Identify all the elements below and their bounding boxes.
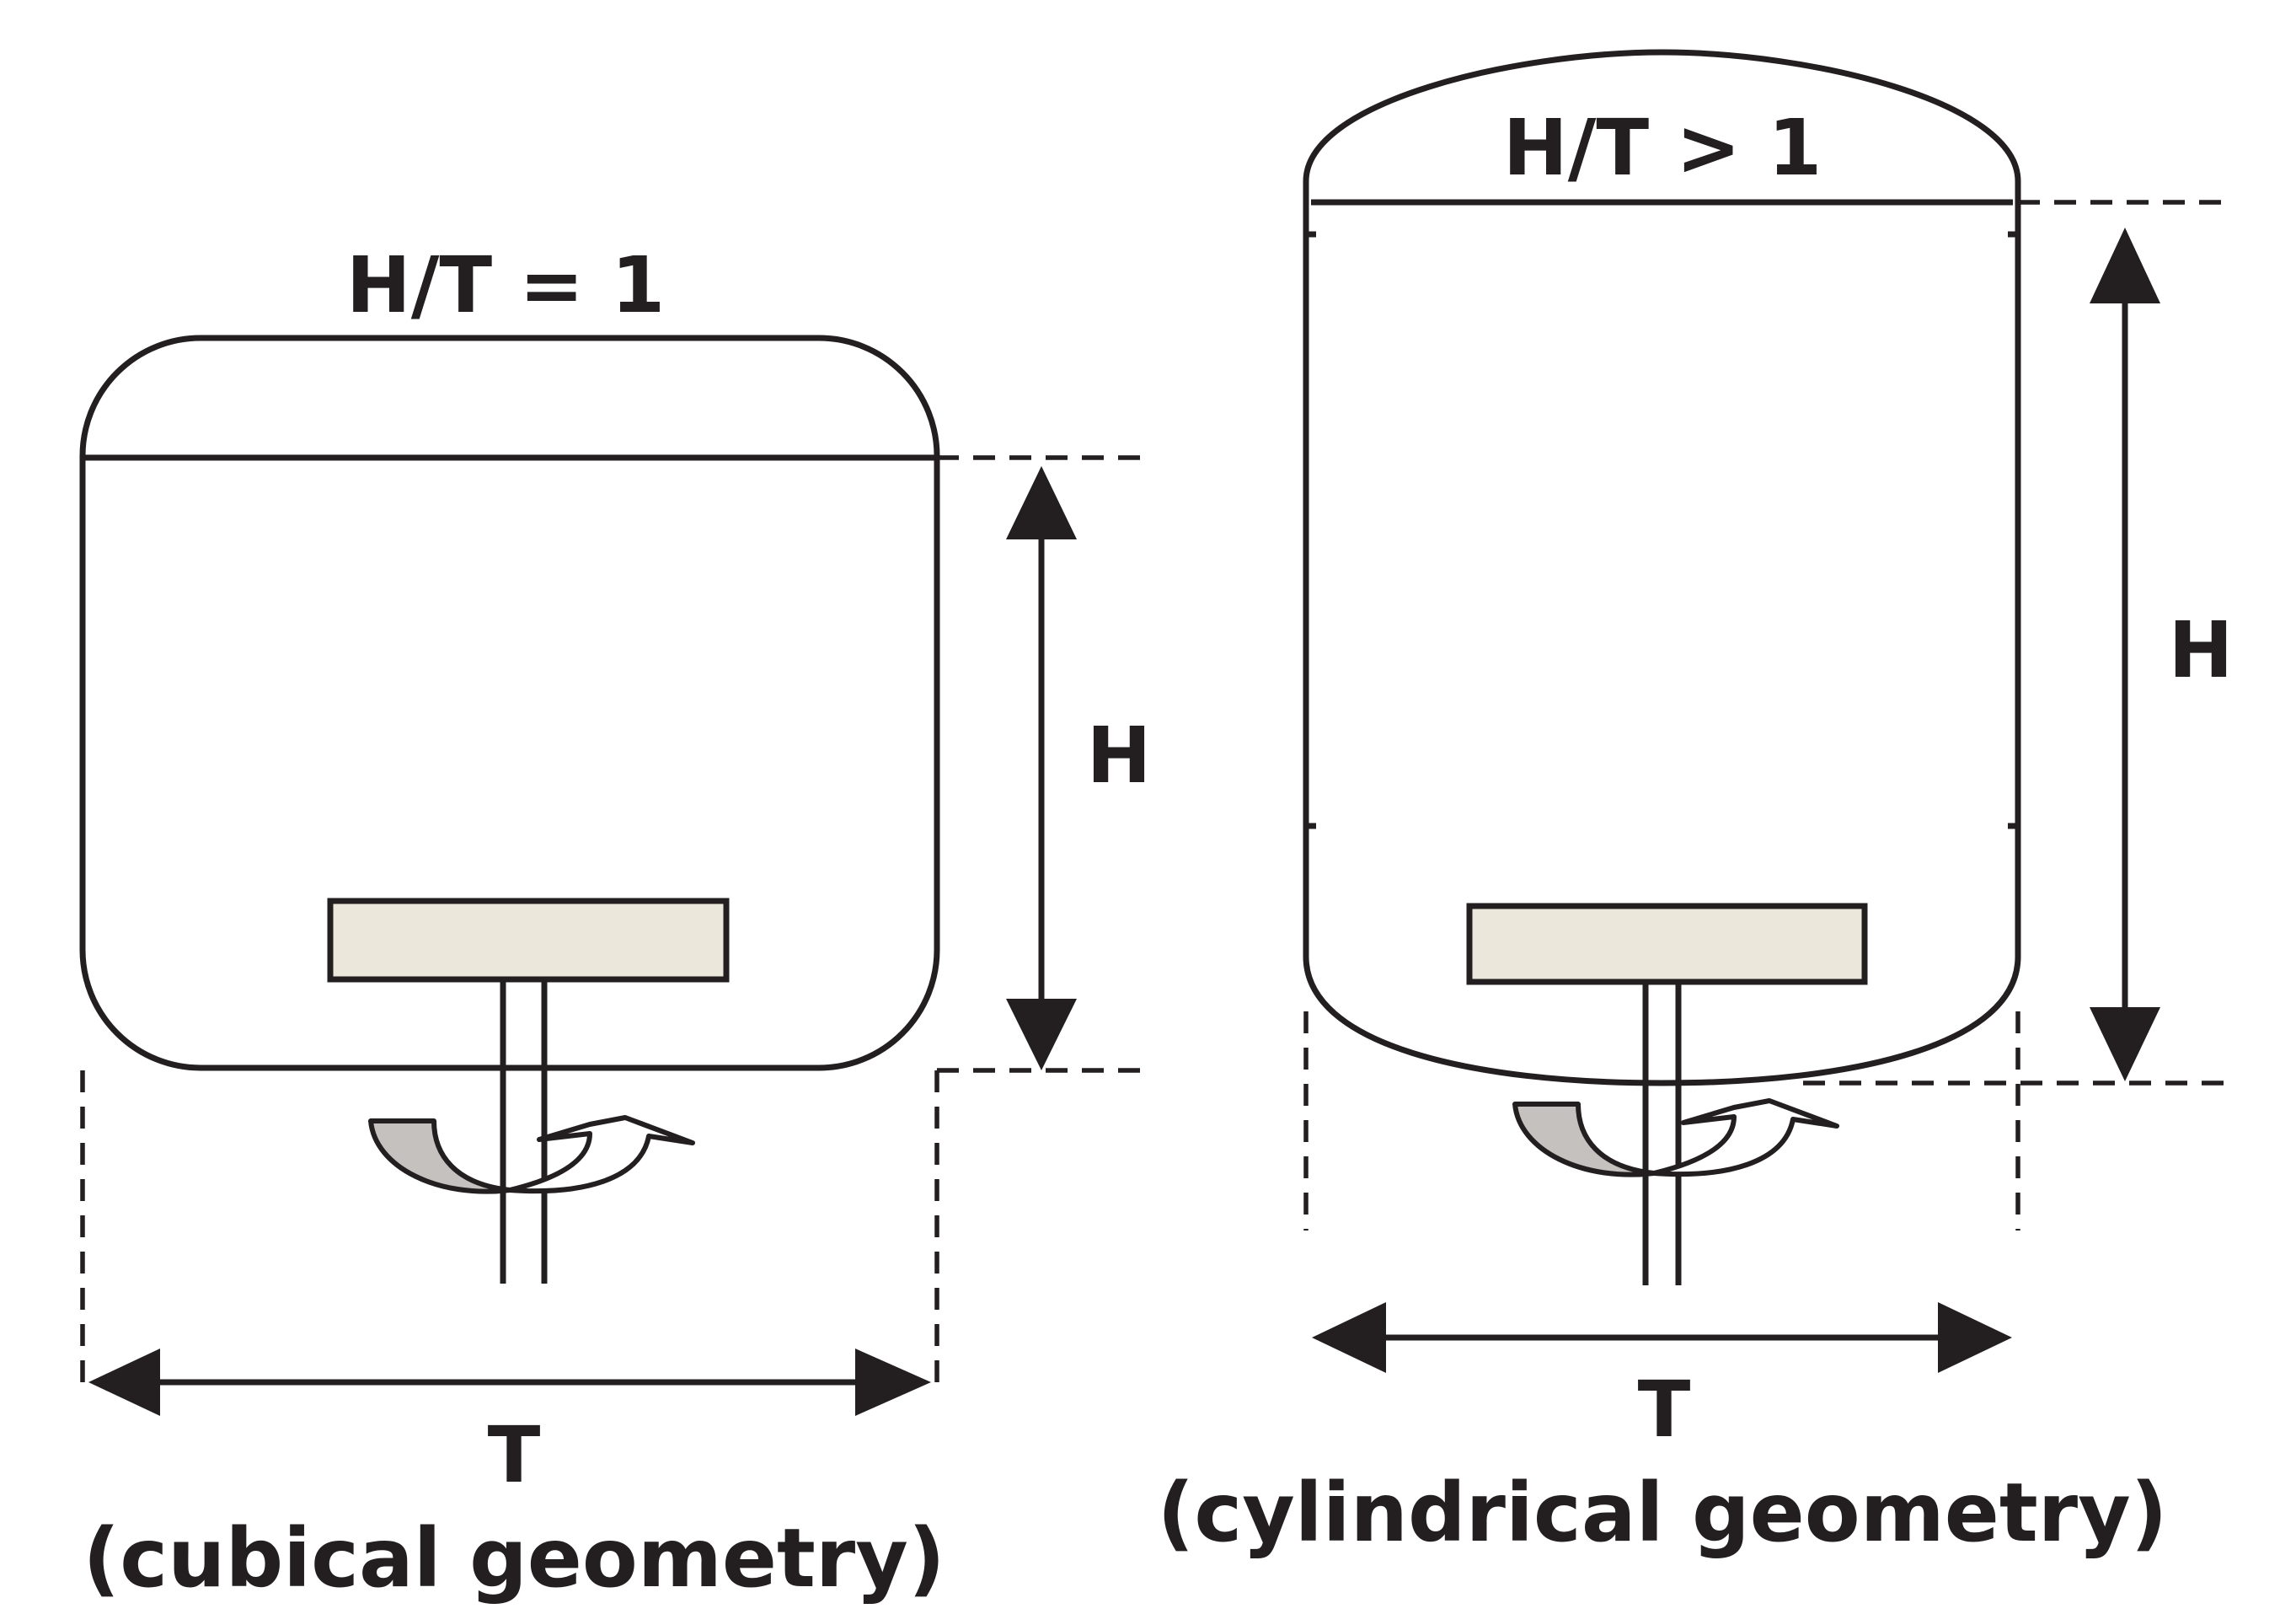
left-width-double-arrow-icon [88, 1349, 931, 1416]
left-vessel: H/T = 1 H T [79, 240, 1152, 1606]
right-vessel-outline [1303, 49, 2021, 1086]
right-rotation-arrow-icon [1512, 1098, 1839, 1177]
left-impeller-icon [327, 898, 730, 983]
right-width-double-arrow-icon [1312, 1302, 2012, 1373]
left-height-label: H [1087, 710, 1152, 801]
left-rotation-arrow-icon [368, 1115, 695, 1194]
left-ratio-label: H/T = 1 [346, 240, 666, 330]
left-width-label: T [488, 1410, 541, 1500]
right-height-double-arrow-icon [2090, 228, 2160, 1081]
left-height-double-arrow-icon [1006, 466, 1077, 1070]
left-caption: (cubical geometry) [83, 1511, 945, 1606]
right-impeller-icon [1466, 903, 1868, 985]
left-vessel-outline [79, 335, 940, 1071]
right-caption: (cylindrical geometry) [1157, 1466, 2167, 1560]
right-ratio-label: H/T > 1 [1503, 103, 1822, 193]
right-width-label: T [1638, 1365, 1691, 1455]
right-vessel: H/T > 1 H [1157, 49, 2234, 1560]
right-height-label: H [2169, 605, 2234, 695]
